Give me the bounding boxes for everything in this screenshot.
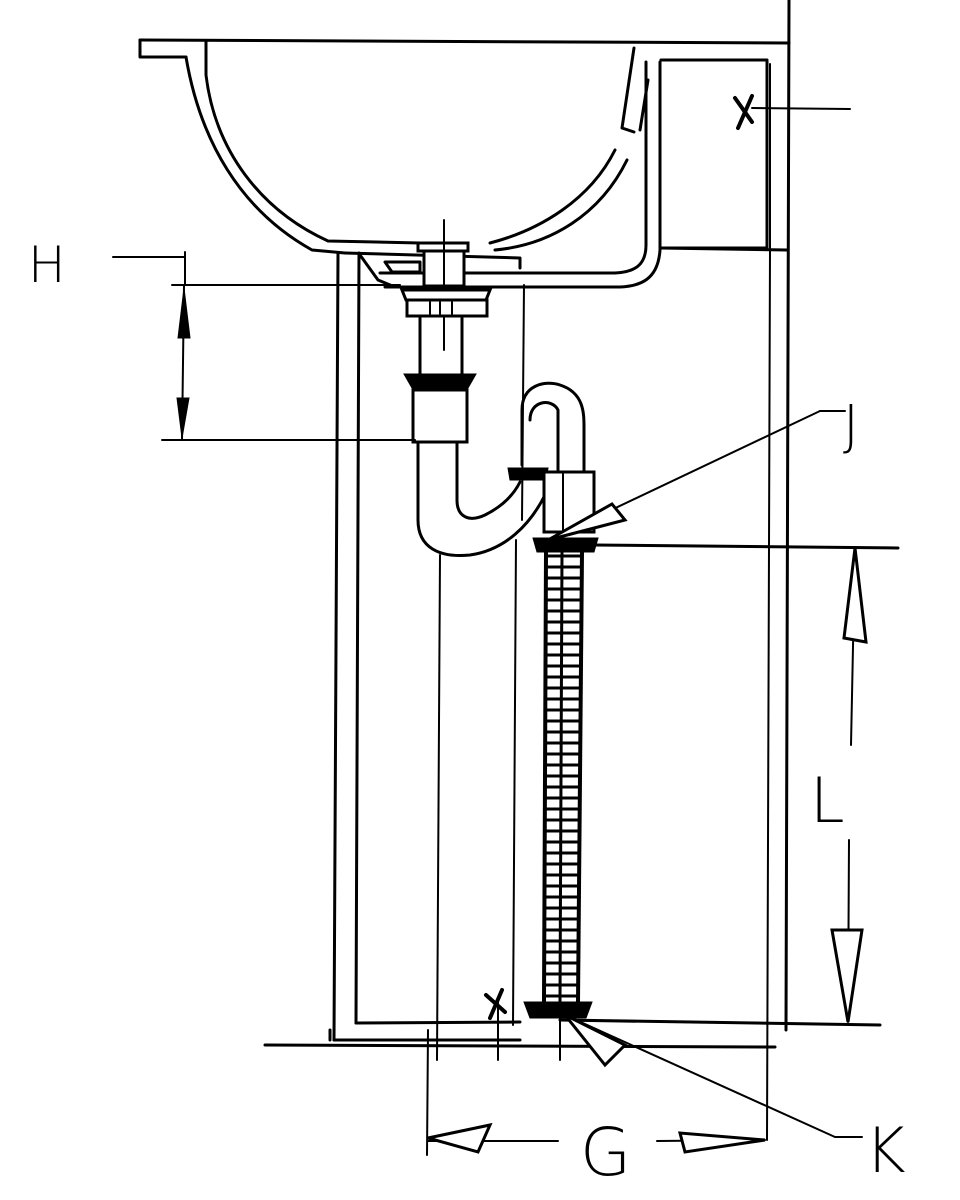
- dimension-g: G: [426, 1029, 766, 1191]
- cabinet-side-panel: [328, 251, 522, 1042]
- drain-tailpiece: [399, 219, 493, 444]
- label-g: G: [580, 1114, 631, 1191]
- label-l: L: [810, 764, 845, 837]
- dimension-l: L: [810, 547, 868, 1023]
- hose-fitting-upper: [532, 537, 900, 553]
- x-marker-top: [733, 94, 851, 130]
- x-marker-bottom: [484, 988, 561, 1061]
- back-wall: [784, 0, 791, 1032]
- cabinet-upper-box: [658, 58, 789, 252]
- label-h: H: [28, 236, 66, 294]
- callout-k: K: [563, 1013, 906, 1187]
- dimension-h: H: [28, 236, 416, 441]
- label-k: K: [865, 1114, 906, 1187]
- sink-basin: [184, 40, 662, 289]
- callout-j: J: [547, 394, 859, 542]
- flexible-braided-hose: [542, 551, 584, 1003]
- floor-fitting: [523, 1001, 593, 1019]
- label-j: J: [843, 394, 859, 457]
- reference-lines: [436, 249, 771, 1141]
- p-trap: [416, 381, 596, 558]
- floor-line: [263, 1018, 882, 1049]
- countertop: [138, 38, 791, 59]
